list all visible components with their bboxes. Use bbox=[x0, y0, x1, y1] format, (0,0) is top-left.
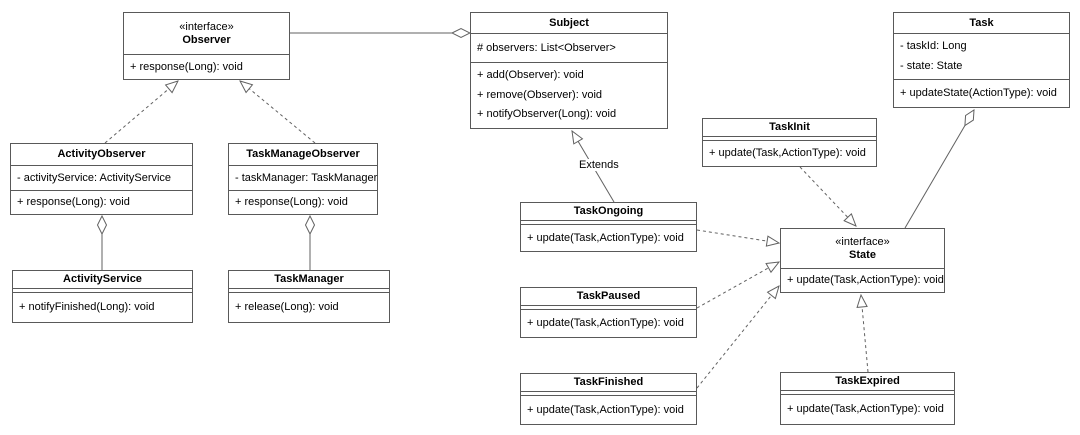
class-name: State bbox=[849, 248, 876, 261]
class-box-activity-service[interactable]: ActivityService + notifyFinished(Long): … bbox=[12, 270, 193, 323]
class-box-observer[interactable]: «interface» Observer + response(Long): v… bbox=[123, 12, 290, 80]
methods-compartment: + updateState(ActionType): void bbox=[894, 80, 1069, 107]
methods-compartment: + notifyFinished(Long): void bbox=[13, 293, 192, 322]
class-box-task-init[interactable]: TaskInit + update(Task,ActionType): void bbox=[702, 118, 877, 167]
class-title: TaskExpired bbox=[781, 373, 954, 391]
class-name: TaskOngoing bbox=[573, 205, 644, 217]
attributes-compartment-empty bbox=[521, 306, 696, 310]
class-title: TaskInit bbox=[703, 119, 876, 137]
class-box-task-finished[interactable]: TaskFinished + update(Task,ActionType): … bbox=[520, 373, 697, 425]
method: + update(Task,ActionType): void bbox=[527, 231, 684, 244]
attribute: - state: State bbox=[900, 59, 963, 72]
methods-compartment: + update(Task,ActionType): void bbox=[521, 396, 696, 424]
class-name: TaskPaused bbox=[576, 290, 641, 302]
attributes-compartment-empty bbox=[13, 289, 192, 293]
class-title: Task bbox=[894, 13, 1069, 34]
class-title: Subject bbox=[471, 13, 667, 34]
class-box-task-manager[interactable]: TaskManager + release(Long): void bbox=[228, 270, 390, 323]
method: + response(Long): void bbox=[130, 60, 243, 73]
attributes-compartment: # observers: List<Observer> bbox=[471, 34, 667, 63]
methods-compartment: + update(Task,ActionType): void bbox=[703, 141, 876, 166]
method: + remove(Observer): void bbox=[477, 88, 603, 101]
class-title: TaskManager bbox=[229, 271, 389, 289]
class-title: «interface» State bbox=[781, 229, 944, 269]
class-name: TaskManageObserver bbox=[246, 148, 360, 160]
method: + update(Task,ActionType): void bbox=[709, 147, 866, 159]
edge-taskexpired-implements-state bbox=[861, 295, 869, 373]
attribute: # observers: List<Observer> bbox=[477, 41, 616, 54]
attributes-compartment-empty bbox=[521, 221, 696, 225]
methods-compartment: + response(Long): void bbox=[124, 55, 289, 79]
class-name: Observer bbox=[182, 33, 231, 46]
class-title: TaskFinished bbox=[521, 374, 696, 392]
class-name: ActivityObserver bbox=[57, 148, 146, 160]
method: + response(Long): void bbox=[235, 196, 348, 208]
attributes-compartment-empty bbox=[229, 289, 389, 293]
methods-compartment: + update(Task,ActionType): void bbox=[781, 269, 944, 292]
methods-compartment: + add(Observer): void + remove(Observer)… bbox=[471, 63, 667, 127]
methods-compartment: + response(Long): void bbox=[229, 191, 377, 214]
methods-compartment: + update(Task,ActionType): void bbox=[521, 310, 696, 337]
method: + notifyObserver(Long): void bbox=[477, 107, 617, 120]
attributes-compartment-empty bbox=[781, 391, 954, 395]
class-stereotype: «interface» bbox=[835, 235, 890, 248]
class-title: ActivityObserver bbox=[11, 144, 192, 166]
method: + release(Long): void bbox=[235, 301, 339, 313]
class-title: ActivityService bbox=[13, 271, 192, 289]
class-title: TaskManageObserver bbox=[229, 144, 377, 166]
class-title: TaskOngoing bbox=[521, 203, 696, 221]
attribute: - taskId: Long bbox=[900, 40, 967, 53]
methods-compartment: + update(Task,ActionType): void bbox=[521, 225, 696, 251]
attributes-compartment-empty bbox=[703, 137, 876, 141]
edge-taskpaused-implements-state bbox=[696, 262, 779, 309]
method: + update(Task,ActionType): void bbox=[527, 403, 684, 416]
method: + response(Long): void bbox=[17, 196, 130, 208]
edge-taskmanageobserver-implements-observer bbox=[240, 81, 316, 144]
method: + update(Task,ActionType): void bbox=[787, 403, 944, 415]
attributes-compartment-empty bbox=[521, 392, 696, 396]
class-name: TaskExpired bbox=[835, 375, 900, 387]
attribute: - taskManager: TaskManager bbox=[235, 171, 378, 184]
method: + add(Observer): void bbox=[477, 69, 584, 82]
methods-compartment: + release(Long): void bbox=[229, 293, 389, 322]
class-name: ActivityService bbox=[63, 273, 142, 285]
class-name: TaskInit bbox=[769, 121, 810, 133]
attributes-compartment: - taskManager: TaskManager bbox=[229, 166, 377, 191]
edge-taskfinished-implements-state bbox=[696, 286, 779, 389]
class-box-activity-observer[interactable]: ActivityObserver - activityService: Acti… bbox=[10, 143, 193, 215]
edge-activityobserver-implements-observer bbox=[104, 81, 178, 144]
methods-compartment: + update(Task,ActionType): void bbox=[781, 395, 954, 424]
class-title: «interface» Observer bbox=[124, 13, 289, 55]
method: + update(Task,ActionType): void bbox=[527, 317, 684, 329]
class-box-task-expired[interactable]: TaskExpired + update(Task,ActionType): v… bbox=[780, 372, 955, 425]
class-name: TaskFinished bbox=[573, 376, 644, 388]
class-box-subject[interactable]: Subject # observers: List<Observer> + ad… bbox=[470, 12, 668, 129]
method: + notifyFinished(Long): void bbox=[19, 301, 155, 313]
class-box-state[interactable]: «interface» State + update(Task,ActionTy… bbox=[780, 228, 945, 293]
class-title: TaskPaused bbox=[521, 288, 696, 306]
class-name: Task bbox=[969, 16, 994, 29]
class-box-task-paused[interactable]: TaskPaused + update(Task,ActionType): vo… bbox=[520, 287, 697, 338]
methods-compartment: + response(Long): void bbox=[11, 191, 192, 214]
class-stereotype: «interface» bbox=[179, 20, 234, 33]
attribute: - activityService: ActivityService bbox=[17, 171, 172, 184]
class-name: Subject bbox=[549, 16, 589, 29]
class-name: TaskManager bbox=[274, 273, 344, 285]
class-box-task-manage-observer[interactable]: TaskManageObserver - taskManager: TaskMa… bbox=[228, 143, 378, 215]
edge-label-extends: Extends bbox=[577, 159, 621, 171]
class-box-task[interactable]: Task - taskId: Long - state: State + upd… bbox=[893, 12, 1070, 108]
method: + update(Task,ActionType): void bbox=[787, 274, 944, 286]
attributes-compartment: - activityService: ActivityService bbox=[11, 166, 192, 191]
attributes-compartment: - taskId: Long - state: State bbox=[894, 34, 1069, 80]
edge-taskinit-implements-state bbox=[799, 166, 856, 226]
method: + updateState(ActionType): void bbox=[900, 87, 1057, 99]
edge-task-aggregates-state bbox=[904, 110, 974, 229]
edge-taskongoing-implements-state bbox=[696, 229, 779, 243]
class-box-task-ongoing[interactable]: TaskOngoing + update(Task,ActionType): v… bbox=[520, 202, 697, 252]
